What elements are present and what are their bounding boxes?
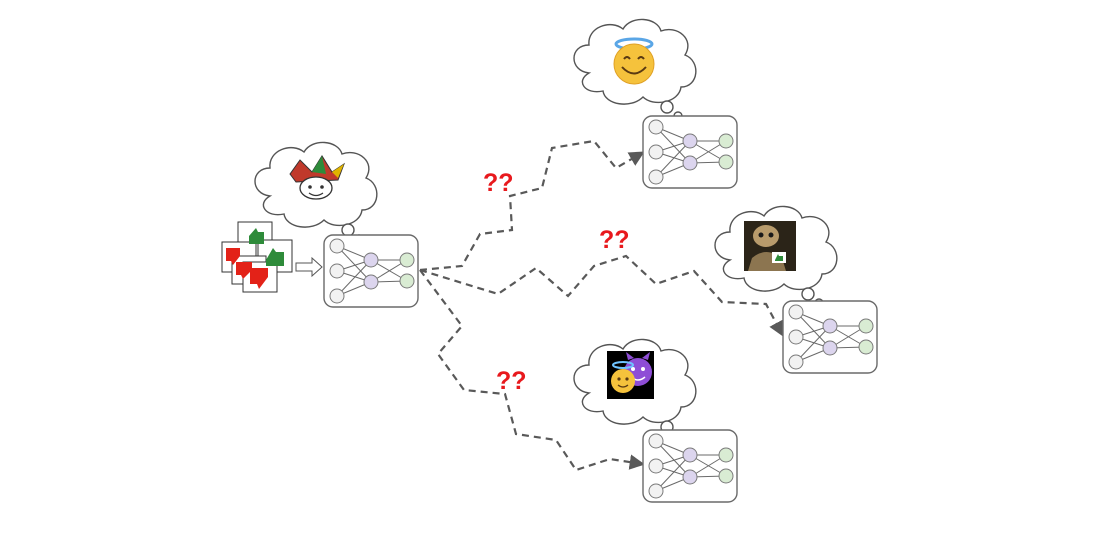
question-mark-top: ?? (483, 169, 514, 197)
angel-smiley-icon (613, 37, 655, 85)
start-model (323, 234, 419, 308)
trajectory-top (419, 139, 645, 272)
question-mark-bottom: ?? (496, 367, 527, 395)
question-mark-middle: ?? (599, 226, 630, 254)
middle-model (782, 300, 878, 374)
top-model (642, 115, 738, 189)
trajectory-middle (419, 254, 784, 337)
bottom-model (642, 429, 738, 503)
gollum-thumbs-up-icon (744, 221, 796, 271)
trajectory-bottom (419, 269, 646, 472)
thumbs-up-down-feedback-icon (221, 221, 293, 293)
jester-icon (289, 155, 346, 200)
angel-devil-icon (607, 351, 654, 399)
feedback-arrow (295, 256, 323, 278)
